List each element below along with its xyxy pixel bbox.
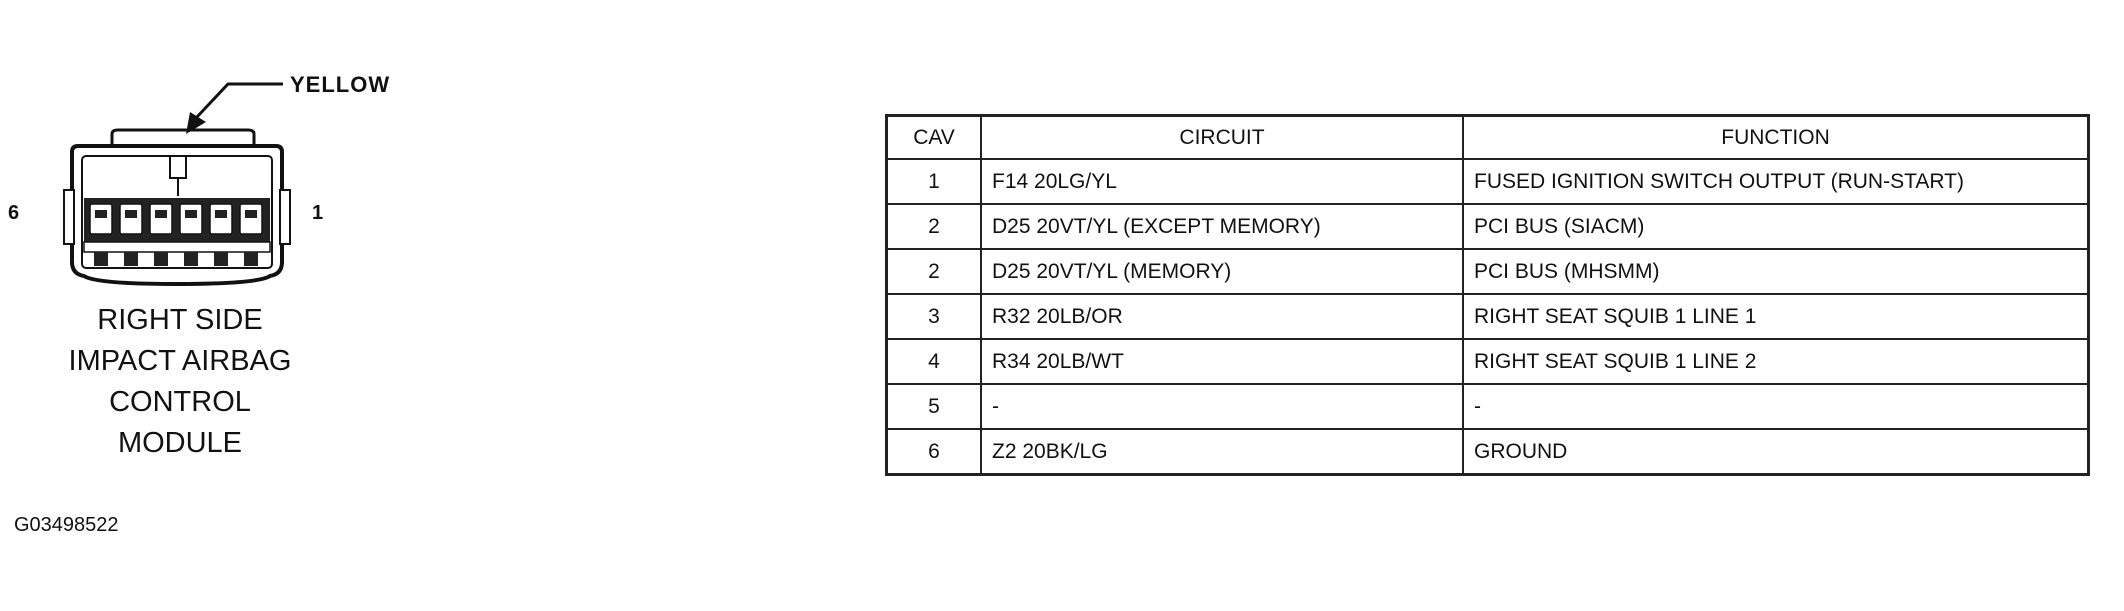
header-cav: CAV xyxy=(885,114,982,160)
cell-cav: 3 xyxy=(885,293,982,340)
terminal-cavity xyxy=(149,203,173,235)
cell-function: - xyxy=(1462,383,2090,430)
table-row: 2 D25 20VT/YL (MEMORY) PCI BUS (MHSMM) xyxy=(885,248,2090,295)
terminal-cavity xyxy=(179,203,203,235)
lower-terminal-slots xyxy=(94,252,258,266)
table-header-row: CAV CIRCUIT FUNCTION xyxy=(885,114,2090,160)
cell-function: PCI BUS (SIACM) xyxy=(1462,203,2090,250)
cell-function: FUSED IGNITION SWITCH OUTPUT (RUN-START) xyxy=(1462,158,2090,205)
callout-arrowhead xyxy=(186,112,206,134)
cell-cav: 1 xyxy=(885,158,982,205)
cell-function: PCI BUS (MHSMM) xyxy=(1462,248,2090,295)
cell-cav: 2 xyxy=(885,248,982,295)
caption-line: IMPACT AIRBAG xyxy=(68,345,292,377)
pin-6-label: 6 xyxy=(8,202,20,224)
cell-circuit: D25 20VT/YL (MEMORY) xyxy=(980,248,1464,295)
cell-circuit: Z2 20BK/LG xyxy=(980,428,1464,476)
cell-function: GROUND xyxy=(1462,428,2090,476)
connector-key-tab xyxy=(169,155,187,179)
cell-circuit: R34 20LB/WT xyxy=(980,338,1464,385)
terminal-cavity xyxy=(209,203,233,235)
yellow-callout-leader xyxy=(194,82,283,120)
cell-circuit: D25 20VT/YL (EXCEPT MEMORY) xyxy=(980,203,1464,250)
terminal-cavity xyxy=(239,203,263,235)
connector-left-ear xyxy=(63,189,75,245)
connector-latch xyxy=(110,128,256,146)
cell-circuit: R32 20LB/OR xyxy=(980,293,1464,340)
connector-right-ear xyxy=(279,189,291,245)
connector-color-label: YELLOW xyxy=(290,72,391,97)
header-function: FUNCTION xyxy=(1462,114,2090,160)
terminal-cavity xyxy=(119,203,143,235)
table-row: 4 R34 20LB/WT RIGHT SEAT SQUIB 1 LINE 2 xyxy=(885,338,2090,385)
cell-circuit: - xyxy=(980,383,1464,430)
cell-function: RIGHT SEAT SQUIB 1 LINE 2 xyxy=(1462,338,2090,385)
cell-cav: 4 xyxy=(885,338,982,385)
pinout-table: CAV CIRCUIT FUNCTION 1 F14 20LG/YL FUSED… xyxy=(885,114,2090,476)
header-circuit: CIRCUIT xyxy=(980,114,1464,160)
cell-cav: 6 xyxy=(885,428,982,476)
cell-circuit: F14 20LG/YL xyxy=(980,158,1464,205)
caption-line: MODULE xyxy=(117,427,243,459)
table-row: 5 - - xyxy=(885,383,2090,430)
table-row: 6 Z2 20BK/LG GROUND xyxy=(885,428,2090,476)
connector-diagram xyxy=(63,82,291,287)
module-caption: RIGHT SIDE IMPACT AIRBAG CONTROL MODULE xyxy=(40,300,320,464)
cell-function: RIGHT SEAT SQUIB 1 LINE 1 xyxy=(1462,293,2090,340)
pin-1-label: 1 xyxy=(312,202,324,224)
cell-cav: 5 xyxy=(885,383,982,430)
table-row: 2 D25 20VT/YL (EXCEPT MEMORY) PCI BUS (S… xyxy=(885,203,2090,250)
table-row: 3 R32 20LB/OR RIGHT SEAT SQUIB 1 LINE 1 xyxy=(885,293,2090,340)
figure-id: G03498522 xyxy=(14,514,119,536)
cell-cav: 2 xyxy=(885,203,982,250)
caption-line: RIGHT SIDE xyxy=(97,304,263,336)
table-row: 1 F14 20LG/YL FUSED IGNITION SWITCH OUTP… xyxy=(885,158,2090,205)
terminal-cavity xyxy=(89,203,113,235)
caption-line: CONTROL xyxy=(109,386,251,418)
